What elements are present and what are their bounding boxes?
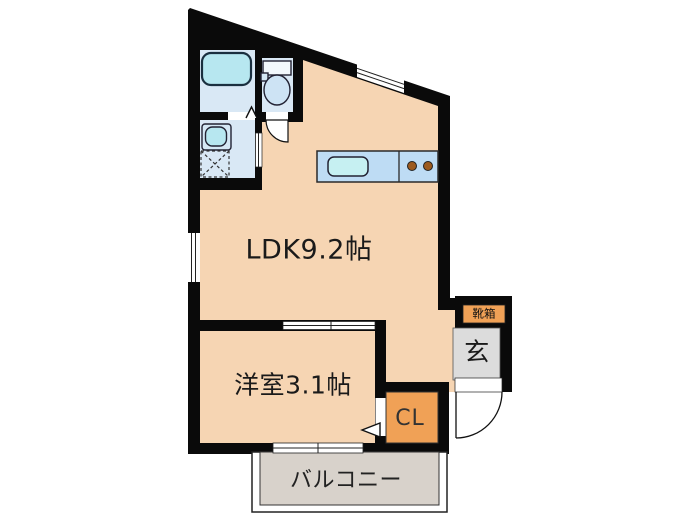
sliding-door-ldk-bedroom bbox=[282, 321, 376, 330]
opening-arrow bbox=[360, 421, 381, 439]
balcony-floor bbox=[259, 451, 440, 506]
wall-closet-top bbox=[383, 382, 449, 392]
western-room-label: 洋室3.1帖 bbox=[234, 370, 352, 400]
closet-label: CL bbox=[395, 406, 425, 431]
closet-opening bbox=[360, 398, 386, 439]
entrance-floor bbox=[452, 327, 501, 381]
window-bedroom-south bbox=[272, 442, 364, 454]
closet-floor bbox=[385, 391, 439, 444]
shoe-box-badge bbox=[462, 304, 506, 324]
sliding-door-washroom bbox=[255, 132, 263, 168]
balcony-label: バルコニー bbox=[289, 468, 403, 493]
bathroom-door bbox=[228, 105, 258, 120]
washing-machine-pan bbox=[200, 150, 230, 178]
kitchen-counter bbox=[316, 150, 439, 183]
stove-burner-right bbox=[423, 161, 433, 171]
stove-burner-left bbox=[407, 161, 417, 171]
window-diagonal bbox=[356, 64, 405, 93]
bathtub bbox=[200, 51, 253, 87]
toilet bbox=[260, 60, 292, 106]
washbasin bbox=[201, 123, 232, 151]
ldk-label: LDK9.2帖 bbox=[245, 234, 373, 266]
entrance-door bbox=[454, 377, 503, 439]
shoe-box-label: 靴箱 bbox=[472, 306, 496, 321]
kitchen-sink bbox=[327, 156, 369, 177]
entrance-label: 玄 bbox=[464, 337, 490, 367]
wall-bedroom-right bbox=[375, 320, 386, 445]
toilet-door bbox=[265, 112, 289, 143]
window-left-wall bbox=[188, 233, 200, 282]
